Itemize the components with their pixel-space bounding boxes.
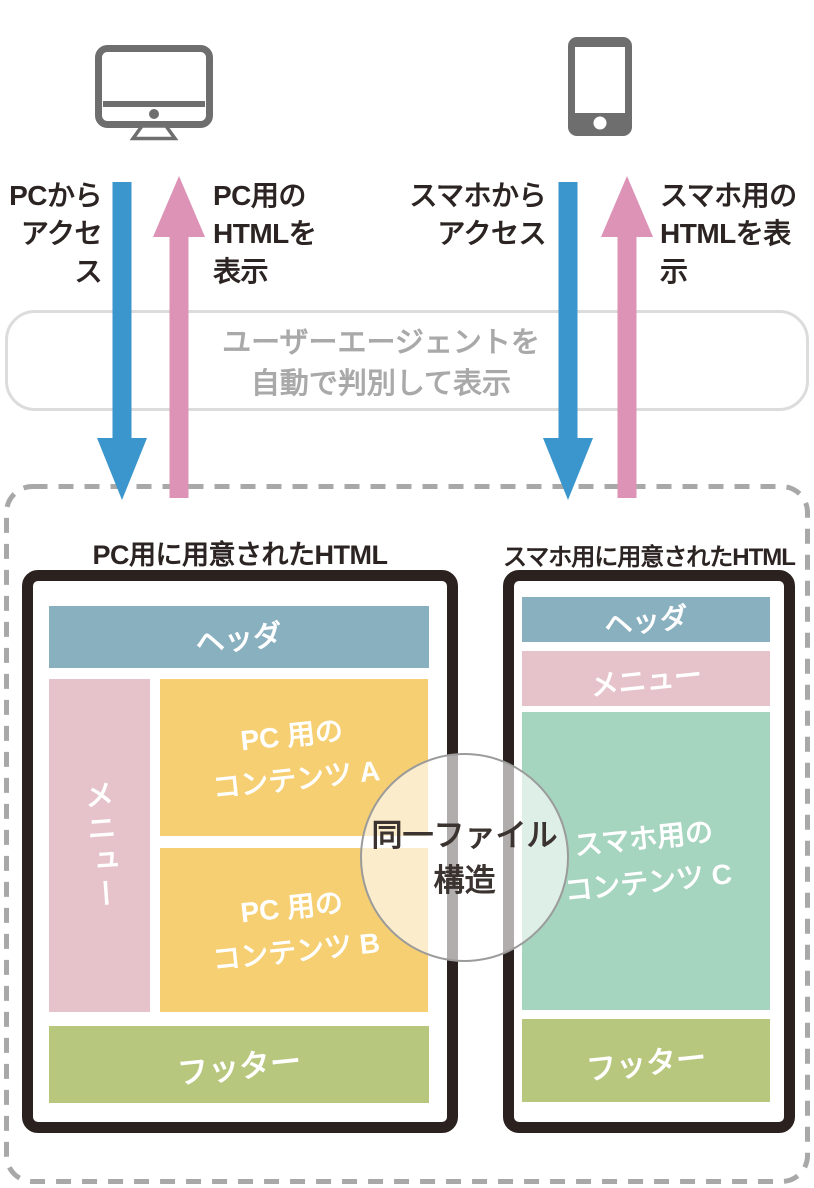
smartphone-request-down-arrow	[543, 182, 593, 500]
smartphone-content-c-label: スマホ用の コンテンツ C	[563, 815, 734, 907]
pc-menu-block: メニュー	[49, 679, 150, 1012]
smartphone-response-up-arrow	[601, 176, 653, 498]
smartphone-response-label: スマホ用の HTMLを表示	[660, 180, 797, 287]
user-agent-detection-box: ユーザーエージェントを 自動で判別して表示	[5, 310, 809, 411]
desktop-monitor-icon	[95, 45, 213, 141]
pc-html-title: PC用に用意されたHTML	[92, 540, 388, 570]
smartphone-header-block: ヘッダ	[522, 597, 770, 642]
smartphone-footer-label: フッター	[584, 1041, 708, 1087]
smartphone-access-label: スマホから アクセス	[409, 180, 546, 249]
smartphone-header-label: ヘッダ	[602, 601, 690, 641]
smartphone-html-title: スマホ用に用意されたHTML	[503, 544, 796, 571]
user-agent-detection-text: ユーザーエージェントを 自動で判別して表示	[222, 327, 540, 400]
smartphone-menu-label: メニュー	[588, 658, 704, 702]
pc-request-down-arrow	[97, 182, 147, 500]
smartphone-icon	[568, 37, 632, 136]
pc-header-block: ヘッダ	[49, 606, 429, 668]
smartphone-footer-block: フッター	[522, 1019, 770, 1102]
pc-footer-block: フッター	[49, 1026, 429, 1103]
pc-header-label: ヘッダ	[194, 619, 285, 661]
pc-response-up-arrow	[153, 176, 205, 498]
pc-footer-label: フッター	[175, 1043, 303, 1092]
pc-content-b-label: PC 用の コンテンツ B	[211, 886, 382, 976]
same-file-structure-label: 同一ファイル 構造	[371, 817, 558, 898]
pc-response-label: PC用の HTMLを 表示	[213, 180, 317, 287]
pc-menu-label: メニュー	[78, 778, 121, 913]
same-file-structure-circle: 同一ファイル 構造	[360, 753, 569, 962]
smartphone-html-wireframe: ヘッダ メニュー スマホ用の コンテンツ C フッター	[503, 570, 795, 1133]
pc-content-a-label: PC 用の コンテンツ A	[211, 714, 382, 804]
smartphone-menu-block: メニュー	[522, 651, 770, 706]
pc-access-label: PCから アクセス	[9, 180, 102, 287]
